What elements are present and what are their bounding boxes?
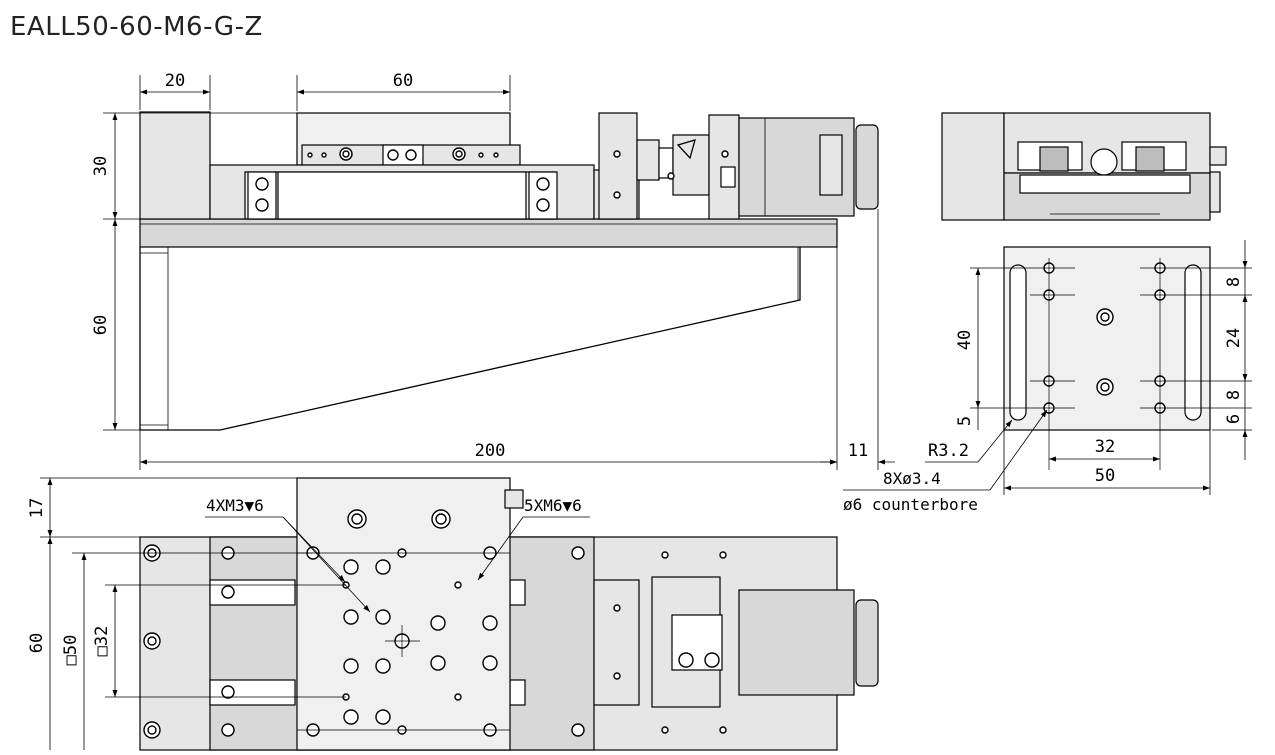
note-holes-m3: 4XM3▼6 xyxy=(206,496,264,515)
dim-5: 5 xyxy=(955,416,975,426)
motor-mount xyxy=(598,112,638,220)
end-view-dimensions: 40 5 8 24 8 6 32 50 R3.2 8Xø3.4 ø6 count… xyxy=(843,240,1252,514)
top-view-dimensions: 17 60 □50 □32 4XM3▼6 5XM6▼6 xyxy=(27,477,590,750)
note-counterbore: ø6 counterbore xyxy=(843,495,978,514)
coupling xyxy=(672,134,710,196)
dim-200: 200 xyxy=(475,441,506,461)
end-block xyxy=(139,111,211,220)
drawing-title: EALL50-60-M6-G-Z xyxy=(10,12,263,42)
dim-8-bottom: 8 xyxy=(1224,390,1244,400)
top-stepper-motor xyxy=(738,589,855,696)
dim-32: 32 xyxy=(1095,437,1115,457)
note-holes-bore: 8Xø3.4 xyxy=(883,469,941,488)
note-holes-m6: 5XM6▼6 xyxy=(524,496,582,515)
dim-60-left: 60 xyxy=(91,315,111,335)
dim-11: 11 xyxy=(848,441,868,461)
dim-sq50: □50 xyxy=(61,635,81,666)
top-carriage-plate xyxy=(296,477,511,751)
slot-right xyxy=(1184,264,1202,421)
dim-50: 50 xyxy=(1095,466,1115,486)
dim-40: 40 xyxy=(955,330,975,350)
side-view-dimensions: 20 60 30 60 200 11 xyxy=(91,71,895,470)
top-view xyxy=(139,477,879,751)
side-view xyxy=(139,111,879,431)
dim-r3-2: R3.2 xyxy=(928,441,969,461)
angle-bracket xyxy=(139,247,801,431)
top-handwheel xyxy=(855,599,879,687)
dim-6: 6 xyxy=(1224,414,1244,424)
dim-20: 20 xyxy=(165,71,185,91)
base-rail-top xyxy=(139,218,838,248)
dim-8-top: 8 xyxy=(1224,277,1244,287)
end-view-block xyxy=(941,112,1005,221)
end-view xyxy=(941,112,1252,495)
dim-30: 30 xyxy=(91,156,111,176)
dim-60-top: 60 xyxy=(393,71,413,91)
slot-left xyxy=(1009,264,1027,421)
dim-sq32: □32 xyxy=(92,626,112,657)
dim-24: 24 xyxy=(1224,328,1244,348)
dim-top-60: 60 xyxy=(27,633,47,653)
end-view-base xyxy=(1003,246,1211,431)
handwheel xyxy=(855,124,879,210)
dim-17: 17 xyxy=(27,498,47,518)
